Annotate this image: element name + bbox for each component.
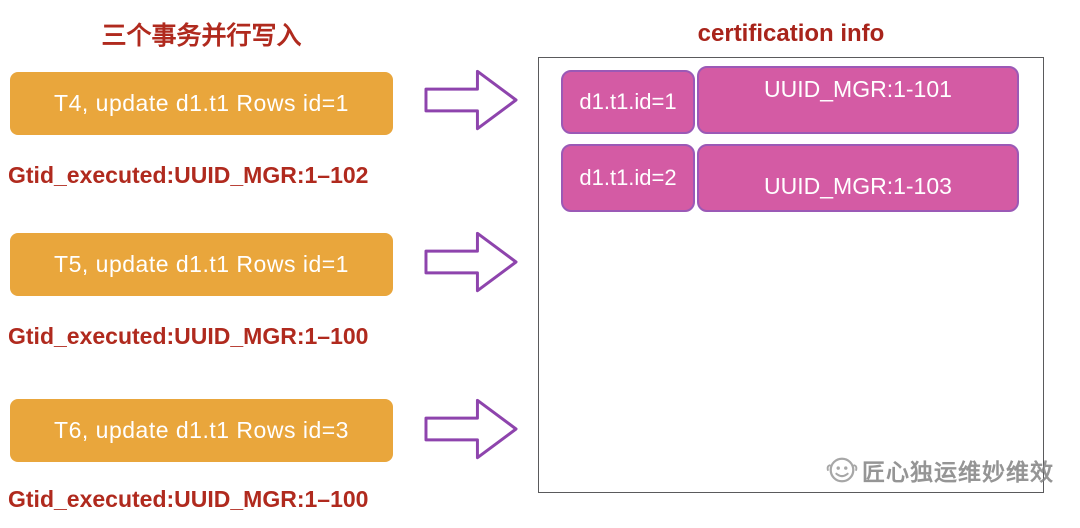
cert-entry-key: d1.t1.id=2	[561, 144, 695, 212]
cert-entry-value: UUID_MGR:1-101	[697, 66, 1019, 134]
cert-entry-value-label: UUID_MGR:1-103	[764, 173, 952, 199]
cert-entry-key-label: d1.t1.id=1	[579, 89, 677, 114]
transaction-label: T5, update d1.t1 Rows id=1	[54, 251, 349, 277]
wechat-icon	[826, 454, 858, 486]
transaction-box-t4: T4, update d1.t1 Rows id=1	[10, 72, 393, 135]
gtid-executed-text: Gtid_executed:UUID_MGR:1–102	[8, 162, 369, 188]
transaction-label: T6, update d1.t1 Rows id=3	[54, 417, 349, 443]
transaction-box-t6: T6, update d1.t1 Rows id=3	[10, 399, 393, 462]
gtid-executed-text: Gtid_executed:UUID_MGR:1–100	[8, 486, 369, 512]
gtid-executed-text: Gtid_executed:UUID_MGR:1–100	[8, 323, 369, 349]
watermark-text: 匠心独运维妙维效	[862, 459, 1054, 485]
cert-entry-key: d1.t1.id=1	[561, 70, 695, 134]
transaction-box-t5: T5, update d1.t1 Rows id=1	[10, 233, 393, 296]
watermark: 匠心独运维妙维效	[826, 453, 1054, 487]
right-arrow-icon	[424, 228, 519, 296]
cert-entry-key-label: d1.t1.id=2	[579, 165, 677, 190]
right-arrow-icon	[424, 395, 519, 463]
right-arrow-icon	[424, 66, 519, 134]
certification-title: certification info	[697, 20, 885, 47]
transaction-label: T4, update d1.t1 Rows id=1	[54, 90, 349, 116]
certification-panel: d1.t1.id=1 UUID_MGR:1-101 d1.t1.id=2 UUI…	[538, 57, 1044, 493]
cert-entry-value-label: UUID_MGR:1-101	[764, 76, 952, 102]
left-column-title: 三个事务并行写入	[101, 22, 302, 50]
cert-entry-value: UUID_MGR:1-103	[697, 144, 1019, 212]
